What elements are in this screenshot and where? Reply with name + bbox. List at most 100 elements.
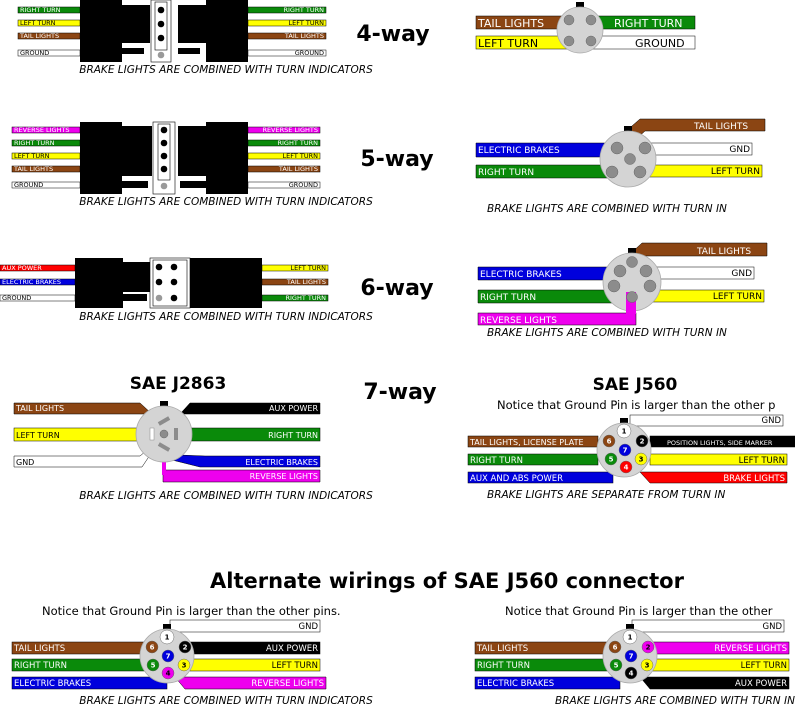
wire-label: GND (729, 145, 750, 155)
plug-body (178, 5, 206, 43)
flat-right-wire-label: RIGHT TURN (277, 139, 318, 147)
plug-body (206, 0, 248, 62)
pin-hole (160, 126, 168, 134)
wire-label: RIGHT TURN (477, 661, 530, 671)
wire-label: POSITION LIGHTS, SIDE MARKER (667, 439, 773, 447)
connector-pin (641, 640, 655, 654)
connector-pin (159, 429, 169, 439)
pin-hole (160, 139, 168, 147)
wire-label: TAIL LIGHTS (476, 644, 528, 654)
key-notch (628, 248, 636, 253)
flat-right-wire-label: REVERSE LIGHTS (262, 126, 318, 134)
wire-label: GND (16, 458, 34, 467)
wire-label: AUX POWER (266, 644, 318, 654)
wire (629, 414, 784, 427)
wire-label: RIGHT TURN (614, 17, 683, 30)
connector-pin (639, 264, 653, 278)
flat-right-wire-label: TAIL LIGHTS (286, 278, 326, 286)
pin-hole (170, 278, 178, 286)
combined-note: BRAKE LIGHTS ARE COMBINED WITH TURN INDI… (79, 64, 373, 76)
flat-right-wire-label: RIGHT TURN (285, 294, 326, 302)
plug-body (123, 294, 147, 301)
key-notch (576, 2, 584, 7)
wire-label: ELECTRIC BRAKES (478, 146, 560, 156)
connector-pin (585, 14, 597, 26)
wire (174, 676, 327, 690)
connector-pin (159, 629, 175, 645)
plug-pin (157, 123, 171, 181)
pin-hole (160, 152, 168, 160)
connector-pin (146, 658, 160, 672)
flat-left-wire-label: GROUND (20, 49, 49, 57)
pin-hole (157, 20, 165, 28)
pin-hole (170, 263, 178, 271)
wire-label: LEFT TURN (713, 292, 762, 302)
pin-number: 6 (607, 438, 612, 446)
connector-pin (616, 423, 632, 439)
flat-left-wire-label: ELECTRIC BRAKES (2, 278, 61, 286)
flat-right-wire-label: TAIL LIGHTS (278, 165, 318, 173)
wire-label: ELECTRIC BRAKES (245, 458, 318, 467)
wire-label: GND (731, 269, 752, 279)
title-sae-j2863: SAE J2863 (130, 374, 227, 394)
wire (639, 471, 788, 484)
reverse-wire-lead (626, 292, 636, 314)
wire-label: TAIL LIGHTS (15, 404, 64, 413)
pin-hole (170, 294, 178, 302)
connector-pin (161, 666, 175, 680)
wire-label: TAIL LIGHTS, LICENSE PLATE (469, 438, 584, 447)
wire-label: GND (762, 416, 782, 426)
flat-left-wire-label: AUX POWER (2, 264, 42, 272)
wire-label: RIGHT TURN (480, 293, 536, 303)
pin-number: 4 (629, 670, 634, 678)
title-sae-j560: SAE J560 (593, 375, 678, 395)
pin-hole (157, 51, 165, 59)
flat-left-wire-label: GROUND (14, 181, 43, 189)
pin-number: 7 (623, 447, 628, 455)
wire-label: RIGHT TURN (14, 661, 67, 671)
plug-body (122, 181, 148, 188)
plug-body (75, 258, 123, 308)
key-notch (163, 624, 171, 629)
wire-label: ELECTRIC BRAKES (480, 270, 562, 280)
connector-pin (624, 649, 638, 663)
plug-body (180, 181, 206, 188)
flat-left-wire-label: TAIL LIGHTS (13, 165, 53, 173)
title-7-way: 7-way (363, 380, 436, 405)
wire-label: BRAKE LIGHTS (723, 474, 785, 484)
connector-pin (638, 141, 652, 155)
pin-number: 3 (182, 662, 187, 670)
wire (179, 402, 321, 415)
key-notch (160, 401, 168, 406)
wire-label: ELECTRIC BRAKES (14, 679, 91, 689)
combined-note: BRAKE LIGHTS ARE COMBINED WITH TURN IN (487, 203, 727, 215)
wire-label: AUX POWER (735, 679, 787, 689)
flat-left-wire-label: GROUND (2, 294, 31, 302)
key-notch (620, 418, 628, 423)
flat-left-wire-label: TAIL LIGHTS (19, 32, 59, 40)
connector-pin (608, 640, 622, 654)
pin-number: 6 (150, 644, 155, 652)
connector-pin (633, 165, 647, 179)
wire-label: REVERSE LIGHTS (714, 644, 787, 654)
separate-note: BRAKE LIGHTS ARE SEPARATE FROM TURN IN (487, 489, 725, 501)
blade-pin (174, 428, 178, 440)
wire-label: LEFT TURN (739, 456, 785, 466)
wire-label: LEFT TURN (272, 661, 318, 671)
connector-pin (585, 35, 597, 47)
plug-body (122, 126, 152, 176)
connector-pin (178, 640, 192, 654)
wire-label: GND (763, 622, 783, 632)
combined-note: BRAKE LIGHTS ARE COMBINED WITH TURN INDI… (79, 490, 373, 502)
connector-pin (635, 434, 649, 448)
combined-note: BRAKE LIGHTS ARE COMBINED WITH TURN IN (555, 695, 795, 706)
wire-label: AUX POWER (269, 404, 318, 413)
pin-number: 1 (165, 634, 170, 642)
connector-pin (624, 153, 636, 165)
combined-note: BRAKE LIGHTS ARE COMBINED WITH TURN INDI… (79, 196, 373, 208)
wire-label: REVERSE LIGHTS (251, 679, 324, 689)
pin-number: 2 (640, 438, 645, 446)
combined-note: BRAKE LIGHTS ARE COMBINED WITH TURN IN (487, 327, 727, 339)
pin-number: 7 (629, 653, 634, 661)
wire-label: ELECTRIC BRAKES (477, 679, 554, 689)
